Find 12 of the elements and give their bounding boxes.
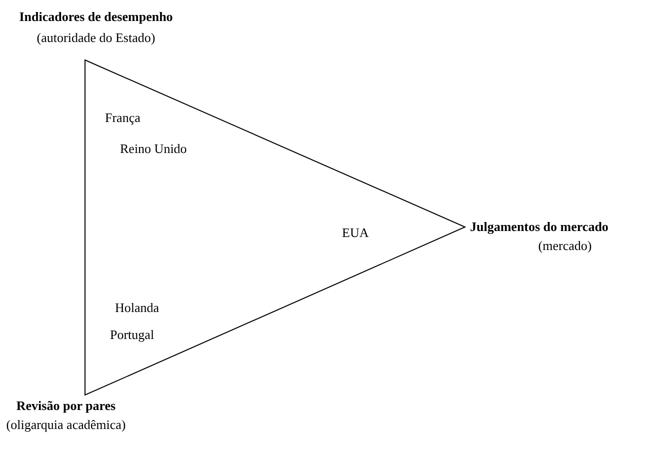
corner-heading: Indicadores de desempenho [19,9,173,24]
corner-subtitle: (oligarquia acadêmica) [6,417,126,432]
country-label: Portugal [110,327,154,342]
corner-heading: Revisão por pares [16,398,116,413]
country-label: França [105,110,140,125]
triangle-outline [84,59,466,396]
country-label: EUA [342,225,369,240]
corner-heading: Julgamentos do mercado [470,219,608,234]
corner-subtitle: (mercado) [538,238,592,253]
country-label: Holanda [115,300,160,315]
corner-subtitle: (autoridade do Estado) [36,30,156,45]
country-label: Reino Unido [120,141,187,156]
